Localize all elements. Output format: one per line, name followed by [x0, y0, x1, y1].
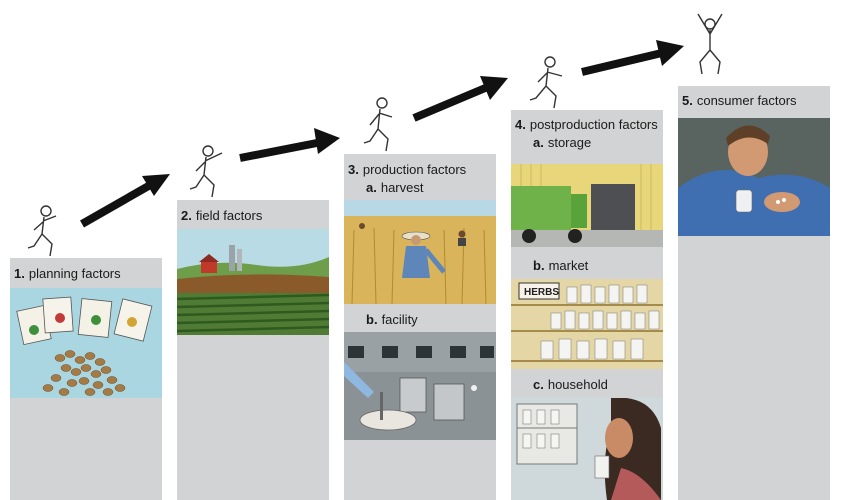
arrow-3-to-4 — [412, 76, 508, 122]
stage-4-title: postproduction factors — [529, 117, 658, 132]
stage-2-label: 2.field factors — [181, 208, 262, 223]
woman-with-bottle-illustration — [511, 398, 663, 500]
runner-figure-3 — [363, 97, 393, 152]
stage-3-number: 3. — [348, 162, 359, 177]
stage-3b-title: facility — [381, 312, 418, 327]
stage-5-title: consumer factors — [696, 93, 797, 108]
stage-1-title: planning factors — [28, 266, 121, 281]
stage-1-label: 1.planning factors — [14, 266, 121, 281]
stage-4b-label: b.market — [533, 258, 588, 273]
stage-3a-letter: a. — [366, 180, 377, 195]
stage-1-number: 1. — [14, 266, 25, 281]
arrow-4-to-5 — [581, 40, 684, 76]
runner-figure-5-celebrating — [697, 13, 723, 75]
stage-2-title: field factors — [195, 208, 263, 223]
stage-4b-title: market — [548, 258, 589, 273]
stage-4-number: 4. — [515, 117, 526, 132]
stage-3a-label: a.harvest — [366, 180, 423, 195]
runner-figure-4 — [529, 56, 563, 109]
stage-4c-title: household — [547, 377, 608, 392]
stage-5-label: 5.consumer factors — [682, 93, 797, 108]
runner-figure-2 — [189, 145, 223, 198]
stage-3b-letter: b. — [366, 312, 378, 327]
stage-3-title: production factors — [362, 162, 467, 177]
arrow-2-to-3 — [239, 128, 340, 162]
store-shelves-illustration: HERBS — [511, 279, 663, 369]
stage-3-label: 3.production factors — [348, 162, 466, 177]
farm-field-illustration — [177, 229, 329, 335]
processing-facility-illustration — [344, 332, 496, 440]
stage-4a-title: storage — [547, 135, 592, 150]
stage-4a-label: a.storage — [533, 135, 591, 150]
harvest-workers-illustration — [344, 200, 496, 304]
stage-4c-label: c.household — [533, 377, 608, 392]
stage-3b-label: b.facility — [366, 312, 418, 327]
stage-4b-letter: b. — [533, 258, 545, 273]
stage-4-label: 4.postproduction factors — [515, 117, 658, 132]
stage-5-number: 5. — [682, 93, 693, 108]
stage-3a-title: harvest — [380, 180, 424, 195]
man-with-pills-illustration — [678, 118, 830, 236]
stage-2-number: 2. — [181, 208, 192, 223]
warehouse-truck-illustration — [511, 164, 663, 247]
stage-4c-letter: c. — [533, 377, 544, 392]
herbs-sign: HERBS — [524, 287, 559, 298]
seeds-packets-illustration — [10, 288, 162, 398]
arrow-1-to-2 — [80, 174, 170, 228]
runner-figure-1 — [27, 205, 57, 257]
stage-4a-letter: a. — [533, 135, 544, 150]
